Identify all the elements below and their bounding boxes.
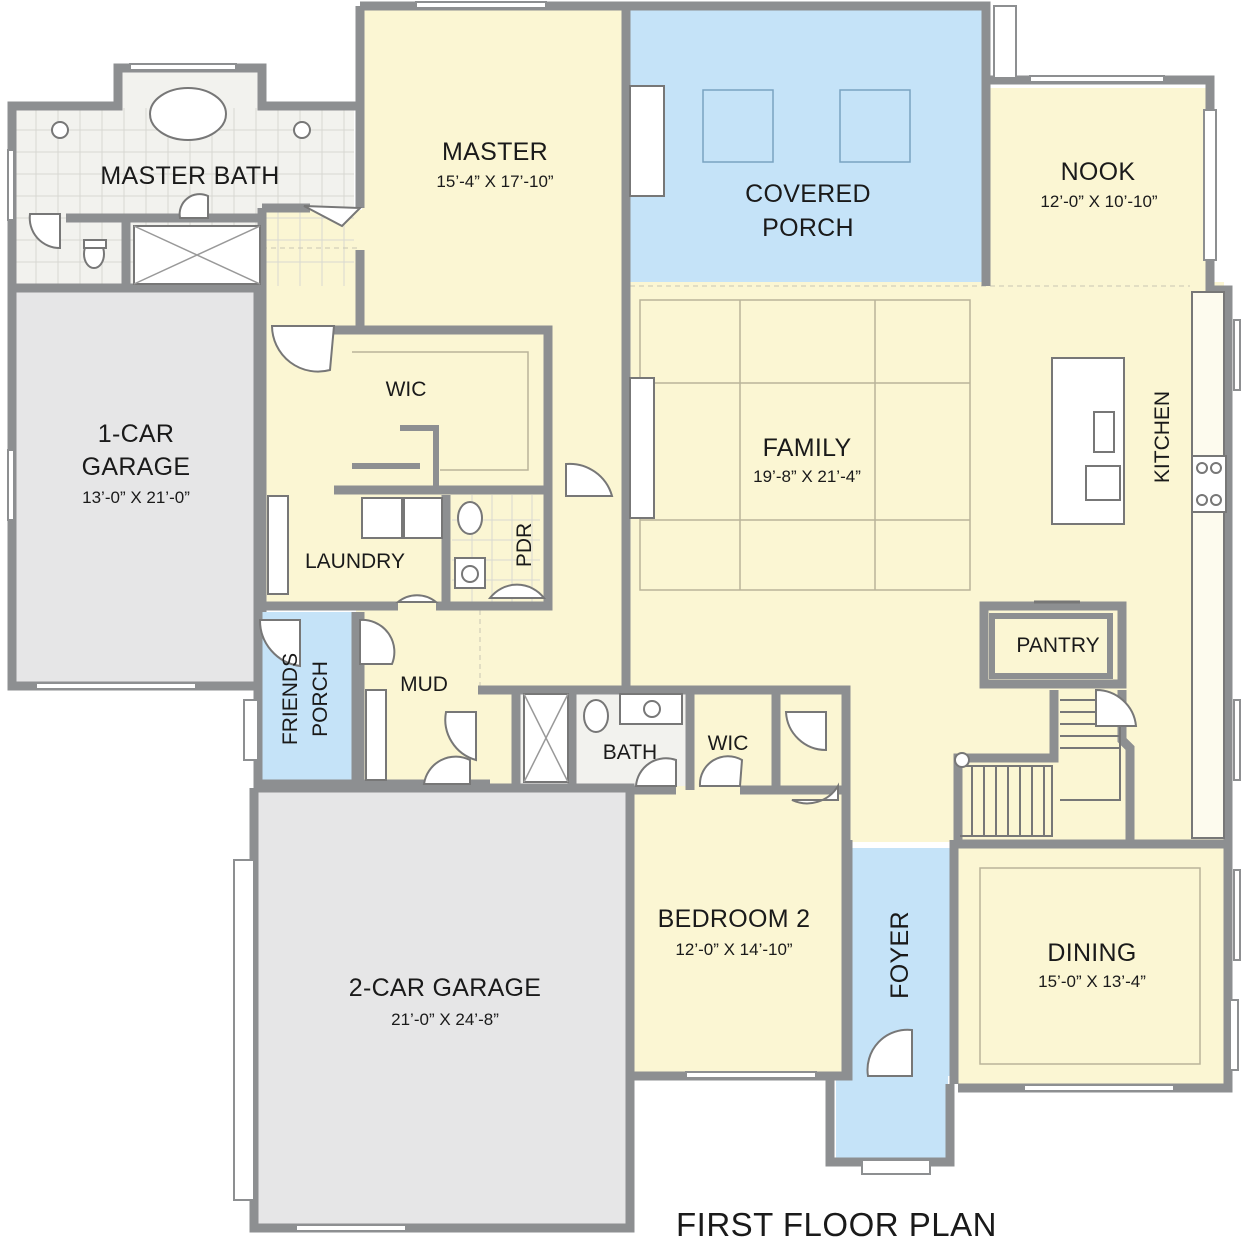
mud-label: MUD — [400, 673, 448, 696]
covered-porch-label-2: PORCH — [762, 214, 854, 242]
garage-2-dims: 21’-0” X 24’-8” — [391, 1010, 499, 1029]
bedroom-2-dims: 12’-0” X 14’-10” — [675, 940, 793, 959]
skylights — [702, 89, 911, 163]
staircase — [954, 699, 1121, 837]
hall-floor — [262, 210, 362, 330]
garage-2-label: 2-CAR GARAGE — [348, 974, 542, 1002]
garage-1-floor — [14, 290, 258, 682]
covered-porch-floor — [628, 6, 984, 282]
fixtures — [51, 85, 1227, 839]
nook-label: NOOK — [1060, 158, 1136, 186]
garage-1-dims: 13’-0” X 21’-0” — [82, 488, 190, 507]
windows — [7, 1, 1241, 1232]
pantry-label: PANTRY — [1016, 634, 1100, 657]
wic-master-label: WIC — [385, 378, 427, 401]
master-dims: 15’-4” X 17’-10” — [436, 172, 554, 191]
fireplace-family — [629, 377, 655, 519]
nook-dims: 12’-0” X 10’-10” — [1040, 192, 1158, 211]
bedroom-2-floor — [630, 790, 846, 1072]
master-label: MASTER — [442, 138, 548, 166]
laundry-label: LAUNDRY — [305, 550, 405, 573]
friends-porch-label-1: FRIENDS — [279, 652, 302, 746]
kitchen-label: KITCHEN — [1151, 390, 1174, 484]
friends-porch-label-2: PORCH — [309, 661, 332, 737]
nook-floor — [990, 88, 1206, 282]
bedroom-2-label: BEDROOM 2 — [657, 905, 811, 933]
tub — [149, 87, 227, 141]
fireplace-porch — [629, 85, 665, 197]
foyer-label: FOYER — [886, 911, 914, 999]
walls — [7, 1, 1233, 1233]
master-bath-label: MASTER BATH — [100, 162, 280, 190]
dining-floor — [958, 848, 1228, 1084]
family-label: FAMILY — [762, 434, 852, 462]
plan-title: FIRST FLOOR PLAN — [676, 1206, 997, 1243]
family-dims: 19’-8” X 21’-4” — [753, 467, 861, 486]
pdr-label: PDR — [513, 522, 536, 568]
counter — [1191, 291, 1225, 839]
wic-bed2-label: WIC — [707, 732, 749, 755]
bath-label: BATH — [602, 741, 658, 764]
doors — [28, 193, 1138, 1077]
dining-label: DINING — [1047, 939, 1137, 967]
ceiling-lines — [352, 299, 1201, 1065]
foyer-entry-floor — [836, 1076, 948, 1160]
garage-1-label-1: 1-CAR — [97, 420, 175, 448]
garage-2-floor — [256, 792, 630, 1224]
garage-1-label-2: GARAGE — [81, 453, 191, 481]
covered-porch-label-1: COVERED — [745, 180, 871, 208]
dining-dims: 15’-0” X 13’-4” — [1038, 972, 1146, 991]
range — [1191, 455, 1227, 513]
master-floor — [362, 10, 624, 330]
